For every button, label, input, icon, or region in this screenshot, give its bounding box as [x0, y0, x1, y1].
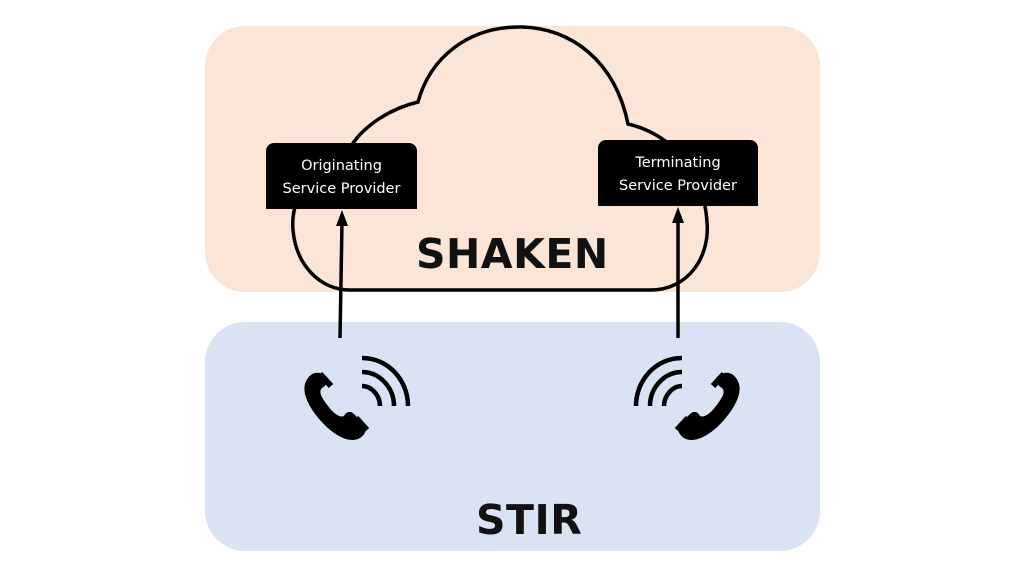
- arrow-caller-to-originating: [336, 210, 348, 339]
- stir-label: STIR: [476, 496, 583, 544]
- terminating-service-provider-node: Terminating Service Provider: [598, 140, 758, 206]
- shaken-label: SHAKEN: [416, 230, 609, 278]
- caller-phone-icon: [304, 355, 411, 440]
- originating-service-provider-node: Originating Service Provider: [266, 143, 417, 209]
- arrow-callee-to-terminating: [672, 207, 684, 338]
- terminating-line1: Terminating: [635, 155, 721, 171]
- stir-zone: [205, 322, 820, 551]
- callee-phone-icon: [633, 355, 740, 440]
- terminating-line2: Service Provider: [619, 178, 737, 194]
- originating-line1: Originating: [301, 158, 382, 174]
- originating-line2: Service Provider: [282, 181, 401, 197]
